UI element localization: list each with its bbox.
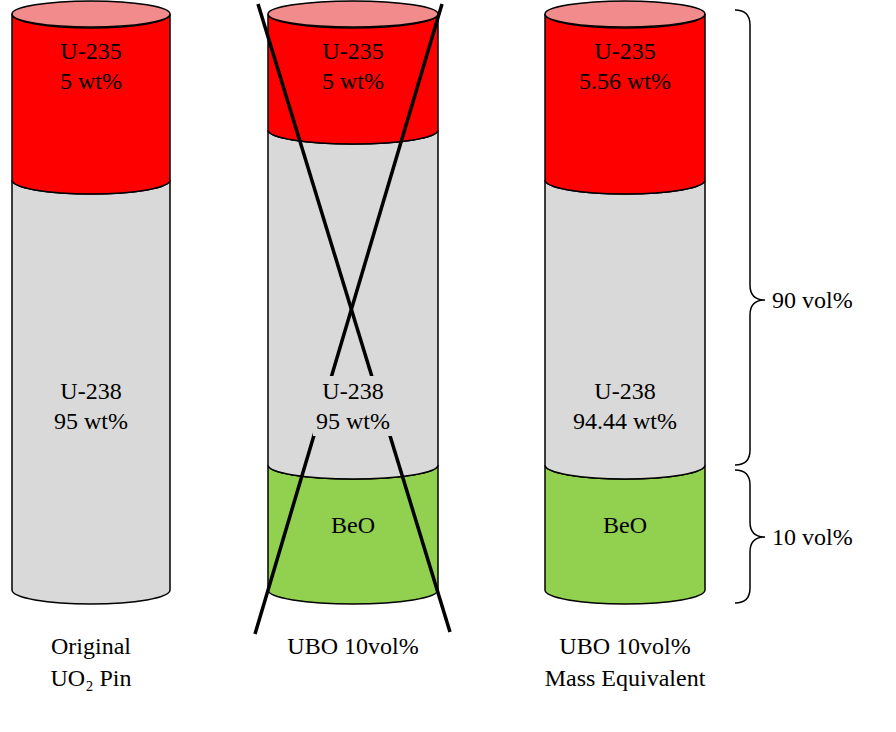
isotope-name: BeO [328,510,378,540]
weight-fraction: 5.56 wt% [576,66,674,96]
isotope-name: U-238 [57,376,124,406]
curly-bracket [735,470,765,603]
weight-fraction: 5 wt% [319,66,387,96]
cylinder-top [545,1,705,27]
u238-segment [12,180,170,604]
u235-segment-label: U-2355 wt% [268,28,438,103]
u238-segment [545,180,705,479]
beo-segment [268,465,438,604]
u238-segment-label: U-23895 wt% [268,368,438,443]
u235-segment [545,14,705,194]
isotope-name: U-235 [591,36,658,66]
u235-segment-label: U-2355 wt% [12,28,170,103]
isotope-name: U-238 [319,376,386,406]
cross-out-line [255,4,442,634]
isotope-name: BeO [600,510,650,540]
u235-segment-label: U-2355.56 wt% [545,28,705,103]
weight-fraction: 95 wt% [313,406,393,436]
volume-fraction: 10 vol% [772,521,892,553]
pin-caption: UBO 10vol% [253,630,453,662]
pin-caption: UBO 10vol% Mass Equivalent [540,630,710,694]
beo-segment [545,465,705,604]
weight-fraction: 5 wt% [57,66,125,96]
cylinder-top [268,1,438,27]
curly-bracket [735,10,765,465]
cross-out-line [258,4,450,632]
cylinder-top [12,1,170,27]
u238-segment-label: U-23894.44 wt% [545,368,705,443]
weight-fraction: 94.44 wt% [570,406,680,436]
u238-segment-label: U-23895 wt% [12,368,170,443]
u235-segment [12,14,170,194]
beo-segment-label: BeO [268,500,438,550]
pin-caption: Original UO₂ Pin [36,630,146,694]
beo-segment-label: BeO [545,500,705,550]
isotope-name: U-235 [57,36,124,66]
isotope-name: U-238 [591,376,658,406]
isotope-name: U-235 [319,36,386,66]
weight-fraction: 95 wt% [51,406,131,436]
volume-fraction: 90 vol% [772,284,892,316]
